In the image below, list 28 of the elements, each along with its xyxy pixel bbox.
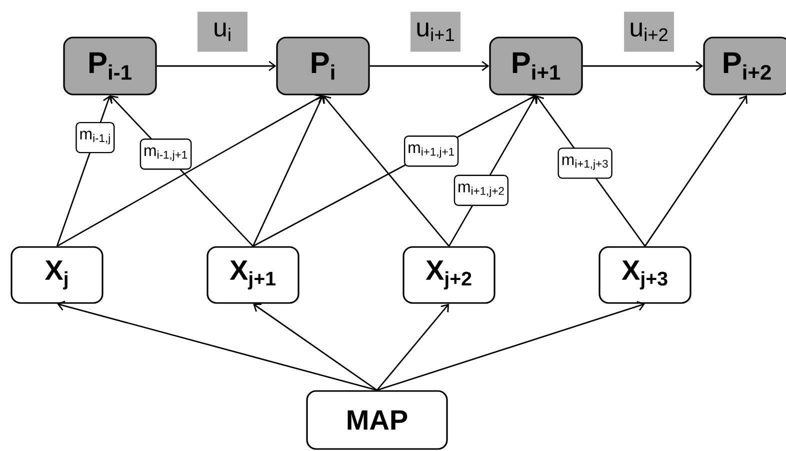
- map-box: MAP: [306, 390, 448, 450]
- state-box: P$_{i+1}$: [489, 36, 583, 96]
- edge-label: m$_{i+1,j+1}$: [404, 136, 459, 167]
- edge-label: u$_{i+1}$: [410, 12, 460, 52]
- variable-box: X$_{j}$: [10, 246, 104, 304]
- edge-label: m$_{i+1,j+2}$: [454, 174, 509, 206]
- arrow: [57, 300, 378, 391]
- arrow: [253, 304, 378, 391]
- arrow: [644, 95, 748, 247]
- state-box: P$_{i-1}$: [63, 36, 157, 96]
- arrow: [156, 60, 276, 72]
- variable-box: X$_{j+1}$: [206, 246, 300, 304]
- edge-label: u$_{i+2}$: [624, 12, 674, 52]
- state-box: P$_{i}$: [276, 36, 370, 96]
- state-box: P$_{i+2}$: [703, 36, 786, 96]
- arrow: [376, 301, 645, 391]
- arrow: [370, 60, 490, 72]
- arrow: [582, 60, 704, 72]
- edge-label: m$_{i-1,j}$: [76, 122, 115, 154]
- arrow: [252, 95, 325, 246]
- arrow: [323, 95, 450, 247]
- edge-label: m$_{i+1,j+3}$: [558, 148, 612, 179]
- arrow: [56, 94, 323, 247]
- edge-label: u$_{i}$: [197, 12, 248, 52]
- variable-box: X$_{j+3}$: [598, 246, 692, 304]
- variable-box: X$_{j+2}$: [402, 246, 496, 304]
- arrow: [376, 304, 449, 391]
- edge-label: m$_{i-1,j+1}$: [140, 138, 192, 170]
